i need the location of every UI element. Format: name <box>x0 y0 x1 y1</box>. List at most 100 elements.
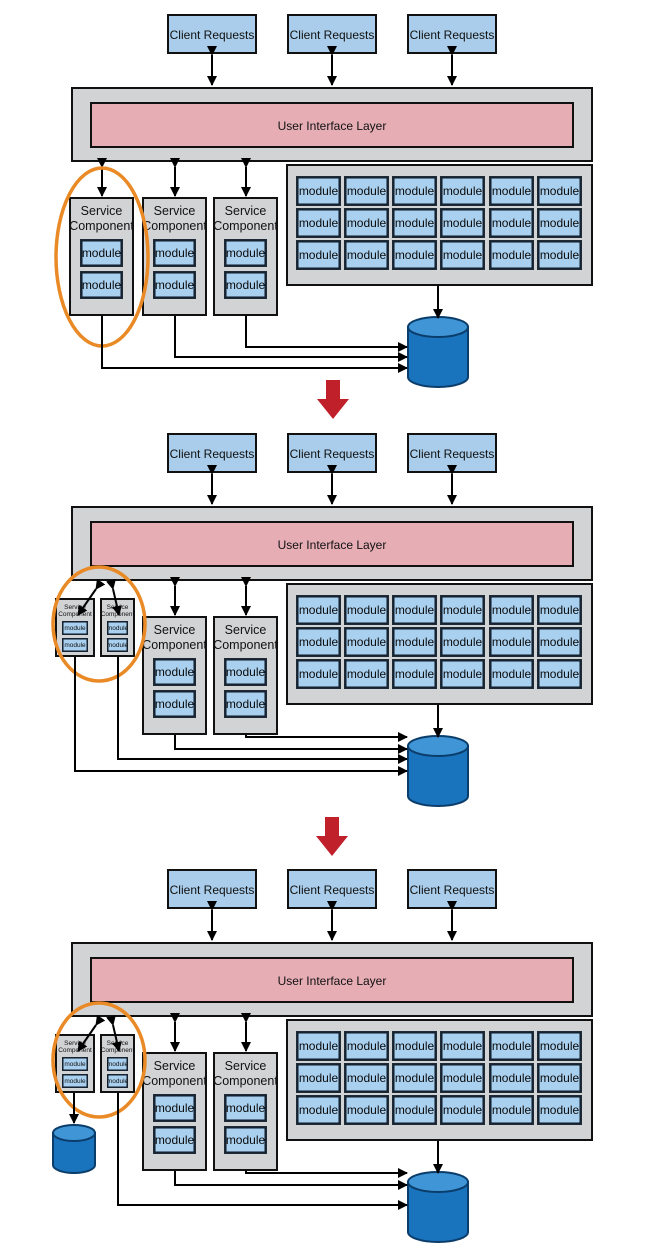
module-box: module <box>344 627 389 657</box>
module-box: module <box>344 1031 389 1061</box>
module-label: module <box>347 603 387 617</box>
transition-arrow-icon <box>317 380 349 419</box>
module-label: module <box>155 1133 195 1147</box>
module-fill <box>490 628 533 656</box>
module-box: module <box>344 595 389 625</box>
module-fill <box>393 177 436 205</box>
module-label: module <box>226 697 266 711</box>
module-label: module <box>540 667 580 681</box>
module-fill <box>225 659 266 685</box>
module-box: module <box>537 627 582 657</box>
small-service-to-database-arrow <box>117 657 408 764</box>
module-label: module <box>540 1071 580 1085</box>
client-requests-label: Client Requests <box>290 28 375 42</box>
module-label: module <box>492 1071 532 1085</box>
module-box: module <box>296 659 341 689</box>
service-to-database-arrow <box>174 316 408 362</box>
ui-to-small-service-arrow <box>77 1014 106 1052</box>
module-label: module <box>395 1071 435 1085</box>
module-label: module <box>347 248 387 262</box>
module-box: module <box>489 627 534 657</box>
module-label: module <box>395 667 435 681</box>
ui-layer-label: User Interface Layer <box>278 119 387 133</box>
database-top <box>407 316 469 338</box>
service-to-database-arrow <box>174 735 408 754</box>
module-box: module <box>107 621 129 635</box>
service-label: Service <box>154 623 196 637</box>
module-fill <box>393 209 436 237</box>
module-label: module <box>226 1101 266 1115</box>
module-label: module <box>107 1061 129 1068</box>
module-fill <box>154 1127 195 1153</box>
module-fill <box>490 1032 533 1060</box>
module-fill <box>490 1096 533 1124</box>
module-fill <box>154 272 195 298</box>
module-box: module <box>344 176 389 206</box>
module-label: module <box>443 1071 483 1085</box>
module-fill <box>297 1032 340 1060</box>
module-fill <box>345 660 388 688</box>
module-label: module <box>443 635 483 649</box>
client-requests-box: Client Requests <box>287 869 377 909</box>
module-label: module <box>540 248 580 262</box>
module-box: module <box>153 690 196 718</box>
module-label: module <box>299 667 339 681</box>
module-fill <box>490 241 533 269</box>
module-label: module <box>347 1039 387 1053</box>
module-fill <box>297 628 340 656</box>
module-fill <box>297 1096 340 1124</box>
module-fill <box>345 1032 388 1060</box>
database-body <box>407 326 469 388</box>
component-label: Component <box>142 219 207 233</box>
module-label: module <box>347 184 387 198</box>
module-box: module <box>440 208 485 238</box>
module-fill <box>393 1096 436 1124</box>
module-fill <box>393 660 436 688</box>
module-label: module <box>299 184 339 198</box>
module-fill <box>441 628 484 656</box>
highlight-ellipse <box>51 1001 147 1119</box>
module-fill <box>154 240 195 266</box>
module-label: module <box>82 278 122 292</box>
module-box: module <box>224 1094 267 1122</box>
module-label: module <box>492 667 532 681</box>
module-box: module <box>296 1095 341 1125</box>
module-label: module <box>492 603 532 617</box>
module-label: module <box>395 603 435 617</box>
module-label: module <box>347 667 387 681</box>
module-fill <box>345 209 388 237</box>
module-fill <box>225 1127 266 1153</box>
module-fill <box>538 1064 581 1092</box>
module-label: module <box>443 603 483 617</box>
module-box: module <box>489 1031 534 1061</box>
module-box: module <box>153 1126 196 1154</box>
module-box: module <box>296 176 341 206</box>
component-label: Component <box>58 611 92 618</box>
module-label: module <box>492 1103 532 1117</box>
module-box: module <box>440 659 485 689</box>
module-box: module <box>489 240 534 270</box>
module-box: module <box>440 595 485 625</box>
client-requests-box: Client Requests <box>407 869 497 909</box>
module-label: module <box>443 216 483 230</box>
module-label: module <box>299 635 339 649</box>
module-fill <box>490 177 533 205</box>
module-label: module <box>226 278 266 292</box>
module-box: module <box>80 239 123 267</box>
database-top <box>407 1171 469 1193</box>
module-label: module <box>395 184 435 198</box>
client-requests-box: Client Requests <box>167 869 257 909</box>
database-top <box>407 735 469 757</box>
ui-layer-bar <box>90 957 574 1003</box>
database-icon <box>407 1171 469 1243</box>
module-fill <box>538 241 581 269</box>
module-box: module <box>489 595 534 625</box>
module-fill <box>490 1064 533 1092</box>
module-label: module <box>226 665 266 679</box>
module-fill <box>393 1064 436 1092</box>
module-fill <box>538 596 581 624</box>
module-label: module <box>299 1039 339 1053</box>
